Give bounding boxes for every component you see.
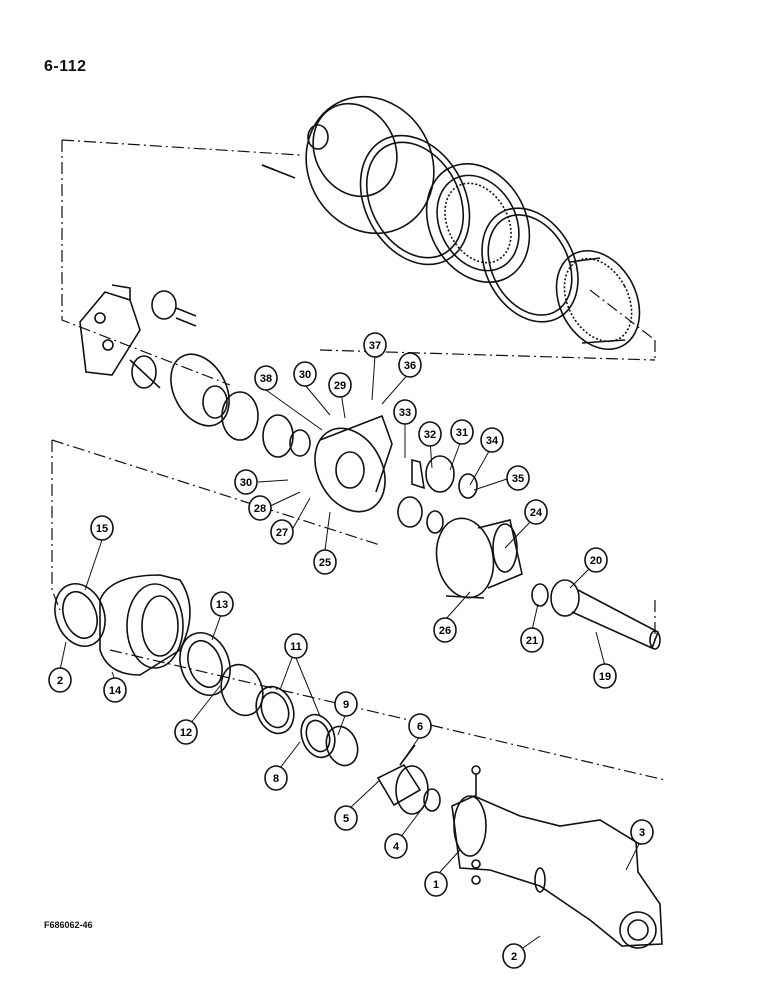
friction-disc-1	[359, 134, 471, 266]
figure-code: F686062-46	[44, 920, 93, 930]
callout-label-26: 26	[439, 625, 451, 637]
callout-circle-6	[408, 713, 432, 739]
axle-housing	[451, 765, 663, 949]
callout-label-8: 8	[273, 773, 279, 785]
callout-label-25: 25	[319, 557, 331, 569]
left-carrier-bracket	[79, 284, 197, 389]
callout-circle-3	[630, 819, 654, 845]
callout-circle-21	[520, 627, 544, 653]
callout-circle-32	[418, 421, 442, 447]
callout-circle-5	[334, 805, 358, 831]
callout-circle-30	[293, 361, 317, 387]
callout-label-15: 15	[96, 523, 108, 535]
callout-label-6: 6	[417, 721, 423, 733]
callout-circle-29	[328, 372, 352, 398]
callout-label-28: 28	[254, 503, 266, 515]
ring-gear	[555, 249, 641, 351]
planet-thrust-washers	[397, 496, 444, 534]
callout-label-19: 19	[599, 671, 611, 683]
callout-circle-11	[284, 633, 308, 659]
callout-circle-15	[90, 515, 114, 541]
callout-label-1: 1	[433, 879, 439, 891]
callout-label-37: 37	[369, 340, 381, 352]
sun-gear-hub	[170, 353, 311, 458]
spindle	[376, 744, 441, 815]
axle-shaft	[531, 579, 661, 650]
assembly-centerlines	[51, 139, 666, 781]
callout-circle-24	[524, 499, 548, 525]
callout-label-20: 20	[590, 555, 602, 567]
callout-circle-14	[103, 677, 127, 703]
callout-circle-28	[248, 495, 272, 521]
callout-circle-12	[174, 719, 198, 745]
callout-circle-33	[393, 399, 417, 425]
callout-circle-34	[480, 427, 504, 453]
callout-label-4: 4	[393, 841, 400, 853]
callout-label-11: 11	[290, 641, 302, 653]
hub-seal	[54, 583, 106, 647]
callout-circle-38	[254, 365, 278, 391]
callout-label-38: 38	[260, 373, 272, 385]
callout-circle-19	[593, 663, 617, 689]
callout-circle-8	[264, 765, 288, 791]
callout-label-33: 33	[399, 407, 411, 419]
callout-label-34: 34	[486, 435, 499, 447]
callout-circle-36	[398, 352, 422, 378]
callout-label-5: 5	[343, 813, 349, 825]
callout-circle-2	[48, 667, 72, 693]
callout-circle-9	[334, 691, 358, 717]
callout-circle-31	[450, 419, 474, 445]
callout-label-30: 30	[299, 369, 311, 381]
wheel-hub	[99, 574, 191, 676]
callout-label-29: 29	[334, 380, 346, 392]
friction-disc-2	[481, 207, 579, 323]
callout-circle-37	[363, 332, 387, 358]
callout-label-31: 31	[456, 427, 468, 439]
page-number: 6-112	[44, 58, 87, 75]
callout-label-30: 30	[240, 477, 252, 489]
callout-label-35: 35	[512, 473, 524, 485]
wheel-hub-flange	[435, 517, 523, 599]
callout-circle-2	[502, 943, 526, 969]
planet-carrier	[314, 414, 478, 513]
callout-label-2: 2	[511, 951, 517, 963]
callout-circle-26	[433, 617, 457, 643]
callout-label-13: 13	[216, 599, 228, 611]
callout-circle-30	[234, 469, 258, 495]
callout-label-2: 2	[57, 675, 63, 687]
callout-circle-1	[424, 871, 448, 897]
callout-circle-4	[384, 833, 408, 859]
callout-circle-27	[270, 519, 294, 545]
callout-label-12: 12	[180, 727, 192, 739]
callout-label-24: 24	[530, 507, 543, 519]
callout-label-32: 32	[424, 429, 436, 441]
callout-leaders	[59, 355, 641, 951]
callout-circle-20	[584, 547, 608, 573]
callout-circle-35	[506, 465, 530, 491]
callout-label-36: 36	[404, 360, 416, 372]
callout-label-9: 9	[343, 699, 349, 711]
ring-gear-housing	[425, 163, 531, 283]
callout-circle-13	[210, 591, 234, 617]
hub-bearing	[179, 632, 231, 696]
brake-housing	[261, 95, 435, 235]
spacer-rings	[220, 663, 359, 767]
callout-circle-25	[313, 549, 337, 575]
callout-label-3: 3	[639, 827, 645, 839]
callout-label-21: 21	[526, 635, 538, 647]
callout-label-27: 27	[276, 527, 288, 539]
callout-label-14: 14	[109, 685, 122, 697]
